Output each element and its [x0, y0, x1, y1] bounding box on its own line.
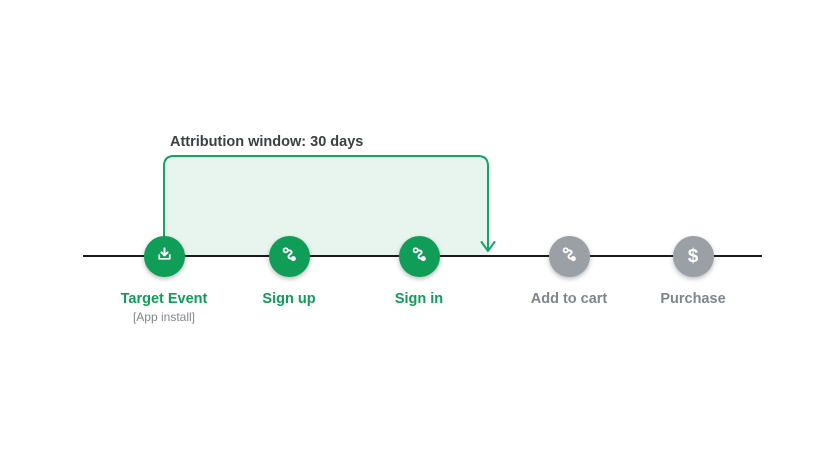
route-icon	[408, 243, 431, 271]
arrow-down-icon	[480, 241, 496, 252]
purchase-circle: $	[672, 236, 714, 277]
event-label: Sign in	[394, 291, 444, 307]
dollar-icon: $	[687, 245, 699, 267]
add-to-cart-circle	[548, 236, 590, 277]
event-label: Purchase	[660, 291, 726, 307]
event-node-sign-in: Sign in	[359, 236, 479, 307]
route-icon	[278, 243, 301, 271]
download-icon	[153, 243, 176, 271]
event-node-target-event: Target Event [App install]	[104, 236, 224, 324]
attribution-window-label: Attribution window: 30 days	[170, 134, 364, 150]
sign-in-circle	[398, 236, 440, 277]
route-icon	[558, 243, 581, 271]
event-node-add-to-cart: Add to cart	[509, 236, 629, 307]
event-label: Target Event	[120, 291, 208, 307]
event-node-sign-up: Sign up	[229, 236, 349, 307]
target-event-circle	[143, 236, 185, 277]
sign-up-circle	[268, 236, 310, 277]
event-label: Sign up	[262, 291, 316, 307]
event-label: Add to cart	[530, 291, 608, 307]
event-node-purchase: $ Purchase	[633, 236, 753, 307]
event-sublabel: [App install]	[132, 310, 196, 324]
